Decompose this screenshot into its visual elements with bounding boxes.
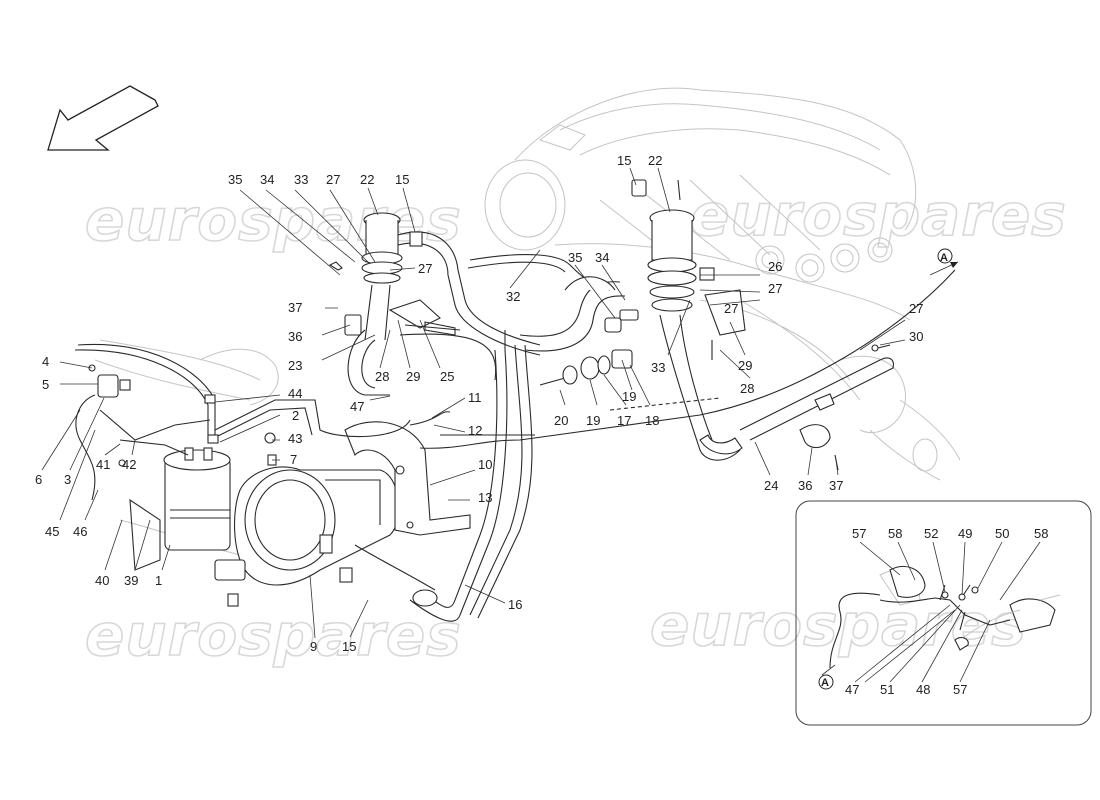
callout-label: 18: [645, 413, 659, 428]
callout-label: 26: [768, 259, 782, 274]
callout-label: 51: [880, 682, 894, 697]
callout-label: 29: [738, 358, 752, 373]
callout-label: 52: [924, 526, 938, 541]
callout-label: 29: [406, 369, 420, 384]
callout-label: 40: [95, 573, 109, 588]
callout-label: 35: [228, 172, 242, 187]
pump-bracket: [344, 421, 471, 536]
callout-label: 27: [418, 261, 432, 276]
callout-label: 36: [288, 329, 302, 344]
callout-label: 34: [595, 250, 609, 265]
watermark-text: eurospares: [650, 591, 1027, 659]
callout-label: 28: [375, 369, 389, 384]
vacuum-lines: [347, 329, 535, 436]
callout-label: 16: [508, 597, 522, 612]
callout-label: 28: [740, 381, 754, 396]
callout-label: 5: [42, 377, 49, 392]
callout-label: 19: [622, 389, 636, 404]
left-air-valve-stack: [328, 212, 541, 356]
callout-label: 2: [292, 408, 299, 423]
callout-label: 27: [768, 281, 782, 296]
callout-label: 4: [42, 354, 49, 369]
callout-label: 36: [798, 478, 812, 493]
callout-label: 44: [288, 386, 302, 401]
marker-letter: A: [940, 252, 948, 264]
callout-label: 43: [288, 431, 302, 446]
callout-label: 47: [350, 399, 364, 414]
carbon-canister: [129, 447, 231, 571]
callout-label: 32: [506, 289, 520, 304]
callout-label: 35: [568, 250, 582, 265]
callout-label: 33: [294, 172, 308, 187]
callout-label: 27: [326, 172, 340, 187]
connection-marker-a: A: [929, 248, 959, 276]
callout-label: 48: [916, 682, 930, 697]
callout-label: 15: [395, 172, 409, 187]
callout-label: 9: [310, 639, 317, 654]
connection-marker-a: A: [818, 664, 836, 690]
callout-label: 27: [724, 301, 738, 316]
callout-label: 46: [73, 524, 87, 539]
callout-label: 58: [888, 526, 902, 541]
air-hose: [409, 330, 533, 622]
callout-label: 13: [478, 490, 492, 505]
watermark-text: eurospares: [690, 181, 1067, 249]
callout-label: 23: [288, 358, 302, 373]
right-air-valve-stack: [631, 179, 746, 461]
callout-label: 37: [288, 300, 302, 315]
callout-label: 17: [617, 413, 631, 428]
leader-lines: [41, 167, 906, 639]
callout-label: 58: [1034, 526, 1048, 541]
callout-labels: 35 34 33 27 22 15 27 37 36 23 28 29 25 4…: [35, 153, 923, 654]
callout-label: 24: [764, 478, 778, 493]
callout-label: 15: [342, 639, 356, 654]
callout-label: 50: [995, 526, 1009, 541]
callout-label: 45: [45, 524, 59, 539]
callout-label: 42: [122, 457, 136, 472]
callout-label: 41: [96, 457, 110, 472]
callout-label: 34: [260, 172, 274, 187]
callout-label: 12: [468, 423, 482, 438]
hose-elbow-32: [519, 276, 639, 352]
callout-label: 37: [829, 478, 843, 493]
fittings-row: [539, 349, 633, 386]
callout-label: 57: [953, 682, 967, 697]
watermark-text: eurospares: [85, 601, 462, 669]
direction-arrow-icon: [47, 85, 159, 151]
callout-label: 11: [468, 390, 482, 405]
long-air-line: [419, 254, 956, 449]
callout-label: 30: [909, 329, 923, 344]
callout-label: 20: [554, 413, 568, 428]
callout-label: 19: [586, 413, 600, 428]
air-pipe-24: [739, 344, 894, 471]
detail-inset: 57 58 52 49 50 58 47 51 48 57 A: [795, 500, 1092, 726]
marker-letter: A: [821, 677, 829, 689]
callout-label: 49: [958, 526, 972, 541]
callout-label: 27: [909, 301, 923, 316]
callout-label: 22: [360, 172, 374, 187]
callout-label: 10: [478, 457, 492, 472]
callout-label: 47: [845, 682, 859, 697]
callout-label: 7: [290, 452, 297, 467]
callout-label: 39: [124, 573, 138, 588]
callout-label: 15: [617, 153, 631, 168]
callout-label: 25: [440, 369, 454, 384]
secondary-air-pump: [214, 466, 436, 607]
callout-label: 3: [64, 472, 71, 487]
callout-label: 1: [155, 573, 162, 588]
callout-label: 6: [35, 472, 42, 487]
callout-label: 57: [852, 526, 866, 541]
callout-label: 33: [651, 360, 665, 375]
callout-label: 22: [648, 153, 662, 168]
